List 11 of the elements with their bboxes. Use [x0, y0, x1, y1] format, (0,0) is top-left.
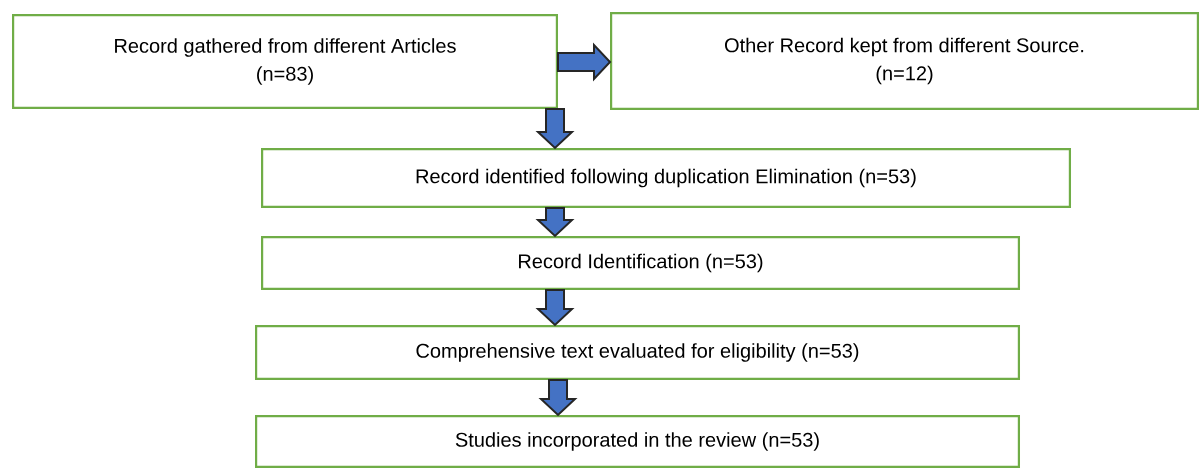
- block-arrow: [557, 42, 612, 82]
- block-arrow: [535, 207, 575, 238]
- process-box: Studies incorporated in the review (n=53): [255, 415, 1020, 468]
- process-box: Record gathered from different Articles (n=83): [12, 14, 558, 109]
- block-arrow: [535, 108, 575, 150]
- block-arrow: [535, 289, 575, 327]
- process-box: Comprehensive text evaluated for eligibility (n=53): [255, 325, 1020, 380]
- block-arrow: [538, 379, 578, 417]
- process-box: Other Record kept from different Source. (n=12): [610, 12, 1199, 110]
- process-box: Record Identification (n=53): [261, 236, 1020, 290]
- process-box: Record identified following duplication Elimination (n=53): [261, 148, 1071, 208]
